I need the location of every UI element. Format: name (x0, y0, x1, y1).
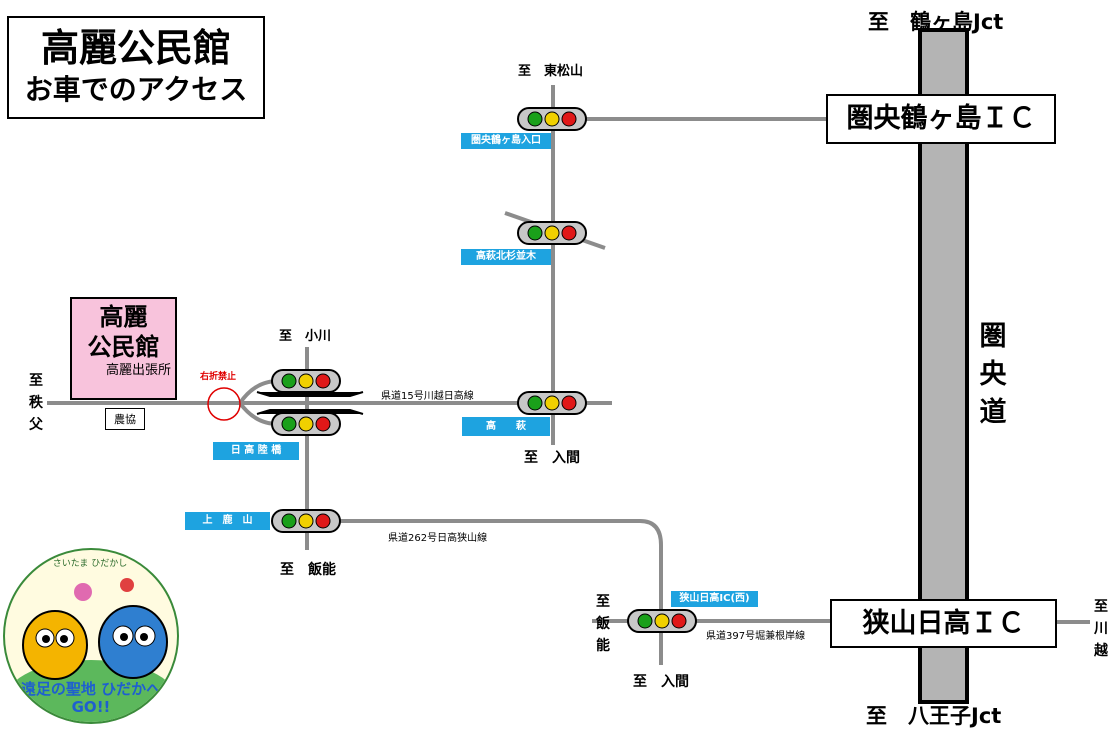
mascot-arc-text: さいたま ひだかし (52, 559, 128, 569)
to-iruma-center: 至 入間 (524, 450, 580, 466)
to-chichibu: 至 秩父 (29, 373, 43, 433)
traffic-light-icon (271, 369, 341, 393)
expressway-name: 圏央道 (979, 321, 1007, 428)
to-hanno-center: 至 飯能 (280, 562, 336, 578)
page-title: 高麗公民館 (40, 26, 231, 70)
page-subtitle: お車でのアクセス (24, 73, 248, 106)
to-tsurugashima-jct: 至 鶴ヶ島Jct (868, 10, 1004, 34)
ic-south-box: 狭山日高ＩＣ (830, 599, 1057, 648)
to-kawagoe: 至 川 越 (1094, 599, 1108, 659)
intersection-hidaka-riku: 日 高 陸 橋 (213, 442, 299, 460)
hall-name: 高麗 公民館 (87, 303, 160, 361)
to-higashimatsuyama: 至 東松山 (518, 64, 584, 79)
mascot-drawing (5, 578, 177, 722)
no-right-turn-icon (207, 387, 241, 421)
intersection-takahagi: 高 萩 (462, 417, 550, 436)
mascot-slogan: 遠足の聖地 ひだかへGO!! (20, 680, 162, 716)
ic-north-box: 圏央鶴ヶ島ＩＣ (826, 94, 1056, 144)
mascot-icon: 遠足の聖地 ひだかへGO!! さいたま ひだかし (3, 548, 179, 724)
traffic-light-icon (517, 391, 587, 415)
to-ogawa: 至 小川 (279, 329, 332, 344)
traffic-light-icon (627, 609, 697, 633)
traffic-light-icon (517, 221, 587, 245)
traffic-light-icon (271, 509, 341, 533)
destination-hall: 高麗 公民館 高麗出張所 (70, 297, 177, 400)
traffic-light-icon (271, 412, 341, 436)
intersection-kamikayama: 上 鹿 山 (185, 512, 270, 530)
to-hachioji-jct: 至 八王子Jct (866, 704, 1002, 728)
to-iruma-south: 至 入間 (633, 674, 689, 690)
intersection-sayama-hidaka-west: 狭山日高IC(西) (671, 591, 758, 607)
route-15-label: 県道15号川越日高線 (381, 391, 474, 402)
no-right-turn-label: 右折禁止 (200, 372, 237, 382)
to-hanno-left: 至 飯 能 (596, 594, 610, 654)
hall-branch-label: 高麗出張所 (105, 363, 171, 378)
route-397-label: 県道397号堀兼根岸線 (706, 631, 806, 642)
traffic-light-icon (517, 107, 587, 131)
title-box: 高麗公民館 お車でのアクセス (7, 16, 265, 119)
route-262-label: 県道262号日高狭山線 (388, 533, 488, 544)
intersection-ken-o-entrance: 圏央鶴ヶ島入口 (461, 133, 551, 149)
intersection-kitasugi: 高萩北杉並木 (461, 249, 551, 265)
noukyo-box: 農協 (105, 408, 145, 430)
